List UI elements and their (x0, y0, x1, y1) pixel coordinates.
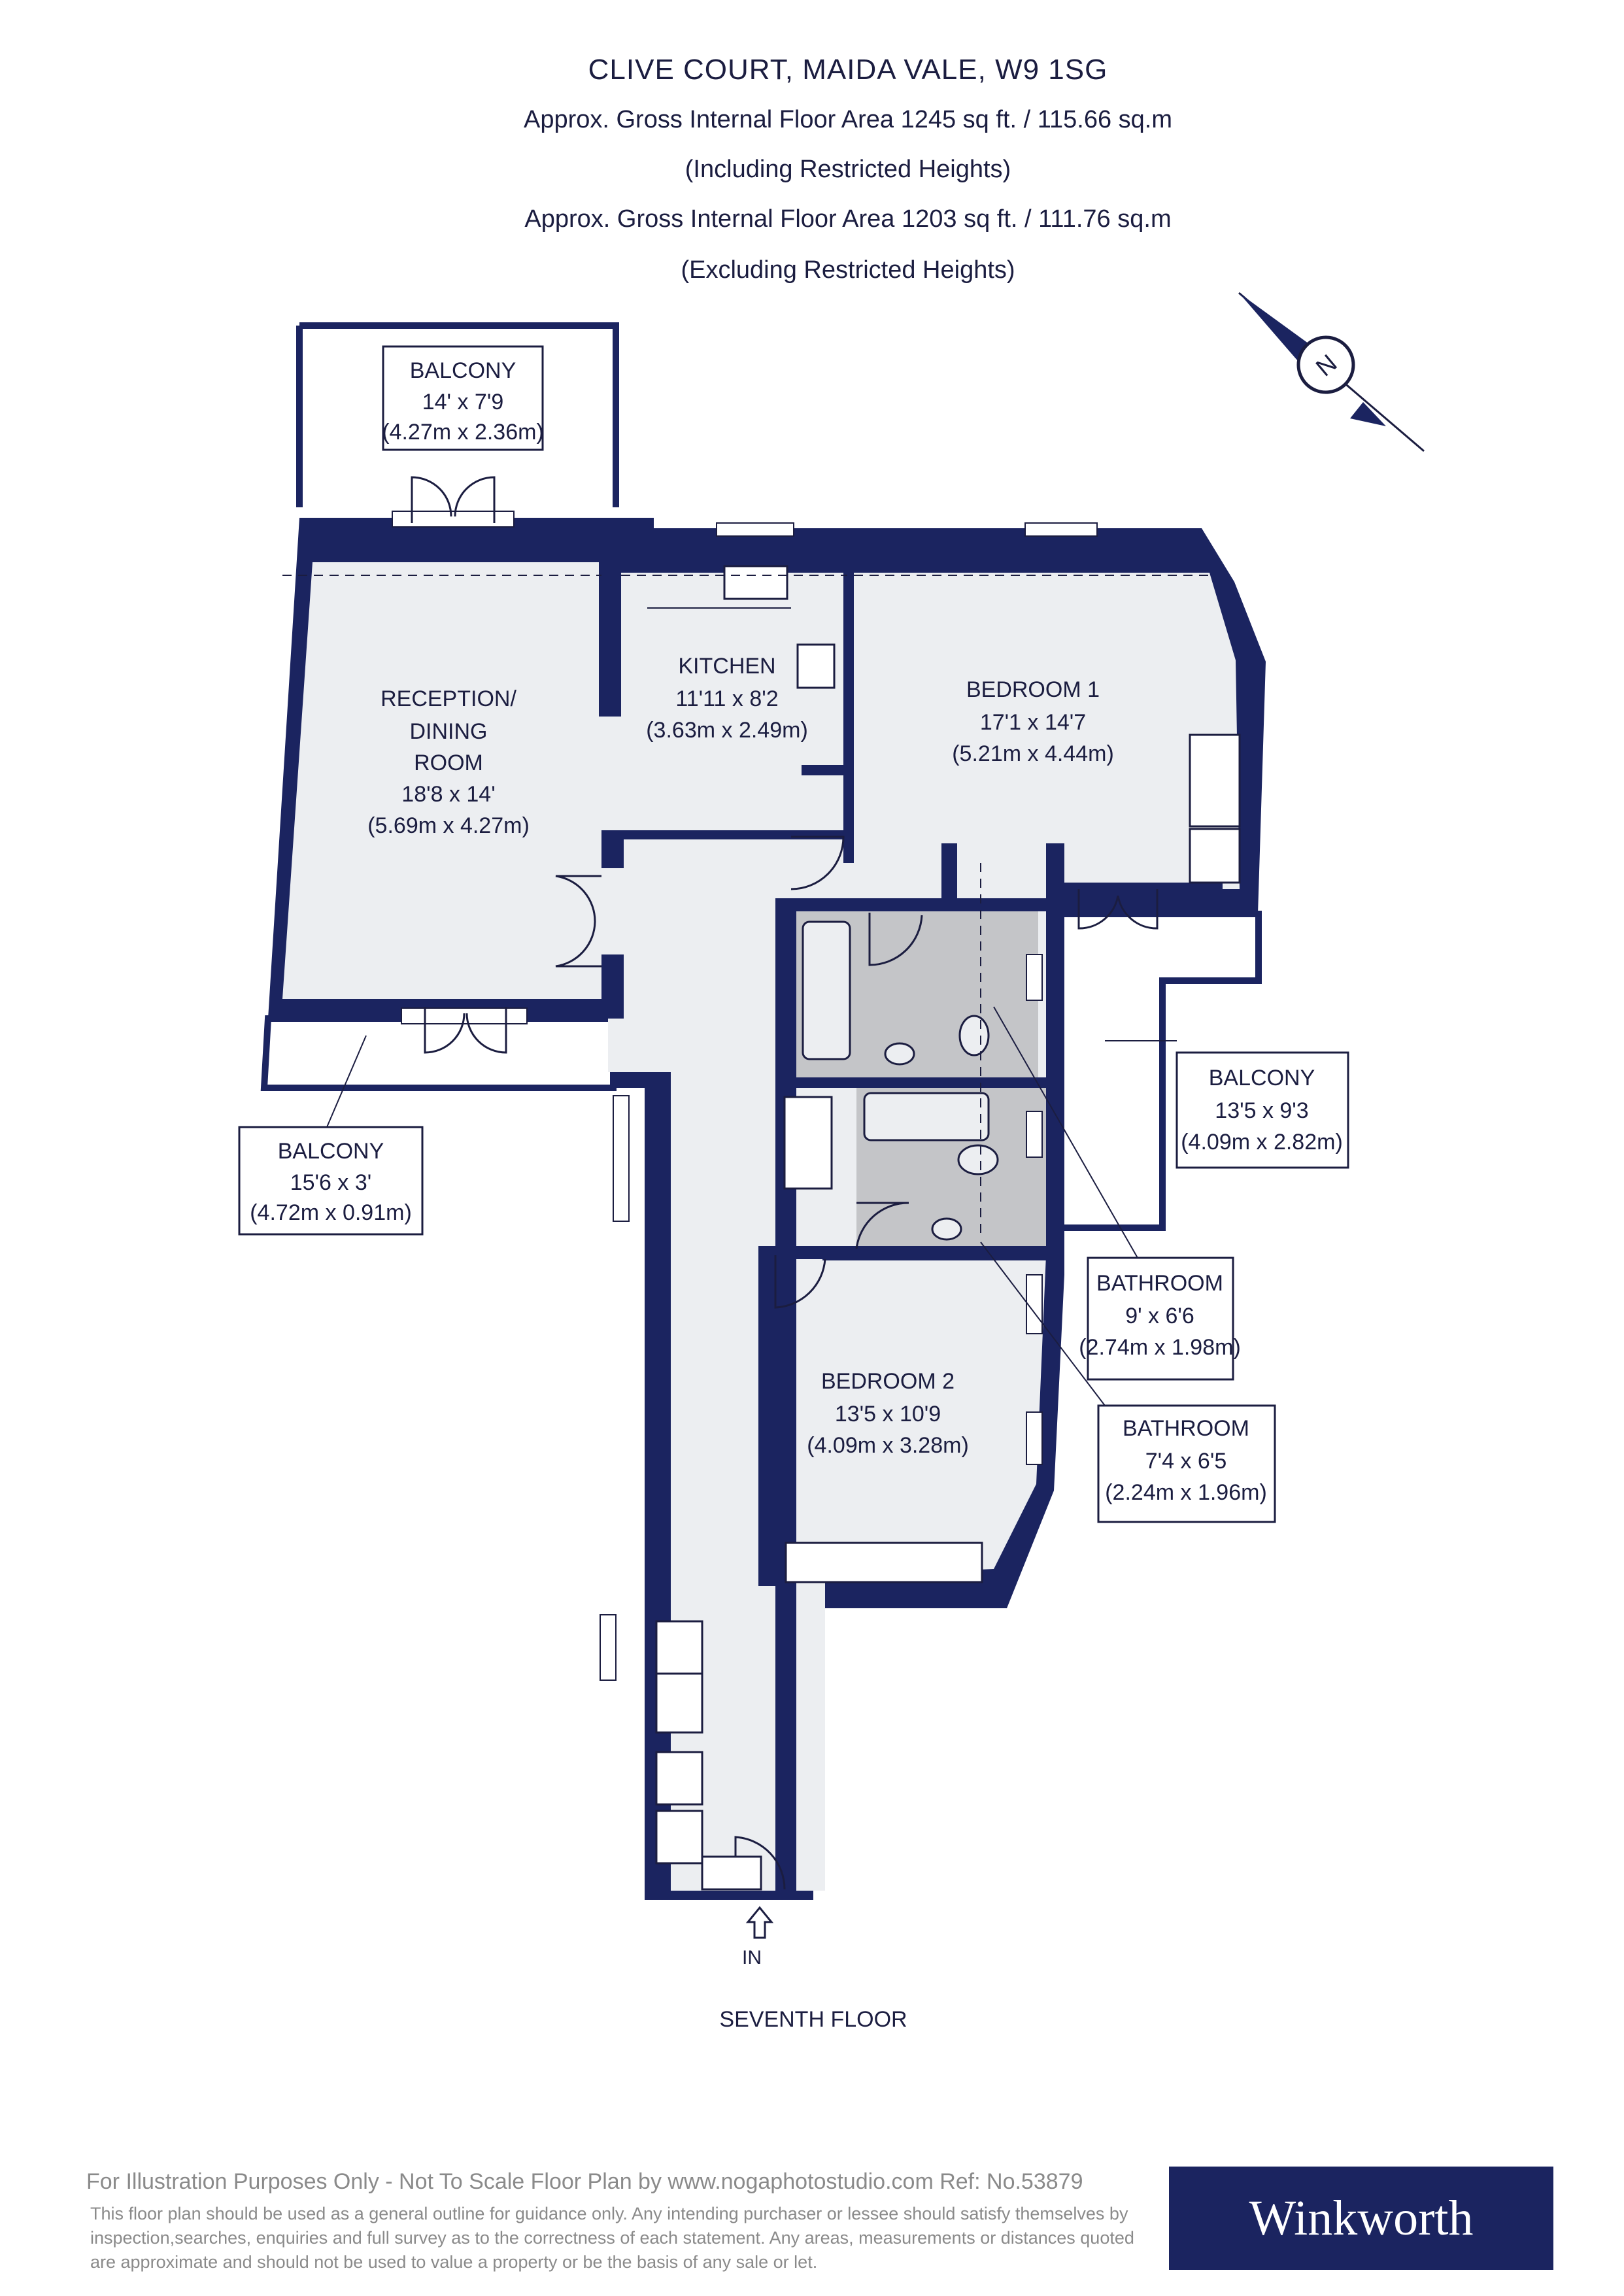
balcony-right-dim: 13'5 x 9'3 (1215, 1098, 1308, 1123)
compass-north-arrow-icon: N (1238, 292, 1425, 452)
area-excluding: Approx. Gross Internal Floor Area 1203 s… (524, 205, 1172, 233)
balcony-top-rail (299, 322, 619, 507)
reception-name-1: RECEPTION/ (381, 686, 516, 711)
balcony-left-dim: 15'6 x 3' (290, 1170, 372, 1195)
bedroom2-name: BEDROOM 2 (821, 1369, 955, 1394)
bathroom2-metric: (2.24m x 1.96m) (1105, 1480, 1267, 1505)
area-excluding-note: (Excluding Restricted Heights) (681, 256, 1015, 284)
bedroom1-metric: (5.21m x 4.44m) (952, 741, 1114, 766)
balcony-left-name: BALCONY (278, 1139, 384, 1164)
kitchen-dim: 11'11 x 8'2 (675, 686, 778, 711)
toilet-2 (957, 1144, 999, 1175)
reception-name-2: DINING (410, 719, 488, 744)
reception-name-3: ROOM (414, 751, 483, 775)
bathtub-1 (802, 920, 851, 1060)
bathtub-2 (863, 1092, 990, 1141)
area-including: Approx. Gross Internal Floor Area 1245 s… (523, 106, 1173, 133)
balcony-top-name: BALCONY (410, 358, 516, 383)
balcony-top-dim: 14' x 7'9 (422, 390, 504, 414)
bathroom1-metric: (2.74m x 1.98m) (1079, 1335, 1241, 1360)
bathroom1-name: BATHROOM (1096, 1271, 1223, 1296)
restricted-height-lines (282, 575, 1210, 1238)
interior-floor (282, 562, 1240, 1891)
area-including-note: (Including Restricted Heights) (685, 156, 1011, 183)
sink-1 (884, 1042, 915, 1066)
bedroom2-dim: 13'5 x 10'9 (835, 1402, 941, 1427)
entrance-arrow-icon (745, 1906, 774, 1939)
bathroom2-dim: 7'4 x 6'5 (1145, 1449, 1227, 1474)
reception-dim: 18'8 x 14' (401, 782, 495, 807)
bathroom1-dim: 9' x 6'6 (1125, 1304, 1194, 1328)
balcony-left-metric: (4.72m x 0.91m) (250, 1200, 412, 1225)
entrance-label: IN (742, 1947, 762, 1968)
reception-metric: (5.69m x 4.27m) (367, 813, 530, 838)
kitchen-metric: (3.63m x 2.49m) (646, 718, 808, 743)
bathroom2-name: BATHROOM (1123, 1416, 1249, 1441)
plan-title: CLIVE COURT, MAIDA VALE, W9 1SG (588, 54, 1108, 86)
label-boxes (238, 345, 1349, 1523)
balcony-left-rail (260, 1015, 617, 1091)
wardrobes (655, 734, 1241, 1891)
kitchen-name: KITCHEN (678, 654, 775, 679)
toilet-1 (958, 1015, 990, 1056)
balcony-right-name: BALCONY (1209, 1066, 1315, 1090)
floor-label: SEVENTH FLOOR (719, 2007, 907, 2032)
leader-lines (326, 1006, 1177, 1406)
sink-2 (931, 1217, 962, 1241)
kitchen-hob (796, 643, 836, 689)
balcony-right-metric: (4.09m x 2.82m) (1181, 1130, 1343, 1155)
balcony-top-metric: (4.27m x 2.36m) (382, 420, 544, 445)
bedroom2-metric: (4.09m x 3.28m) (807, 1433, 969, 1458)
kitchen-sink (723, 565, 788, 600)
bedroom1-dim: 17'1 x 14'7 (980, 710, 1086, 735)
bedroom1-name: BEDROOM 1 (966, 677, 1100, 702)
doors (411, 476, 1159, 1890)
footer-credit: For Illustration Purposes Only - Not To … (86, 2169, 1083, 2194)
brand-logo: Winkworth (1169, 2167, 1553, 2270)
footer-disclaimer: This floor plan should be used as a gene… (90, 2204, 1134, 2272)
